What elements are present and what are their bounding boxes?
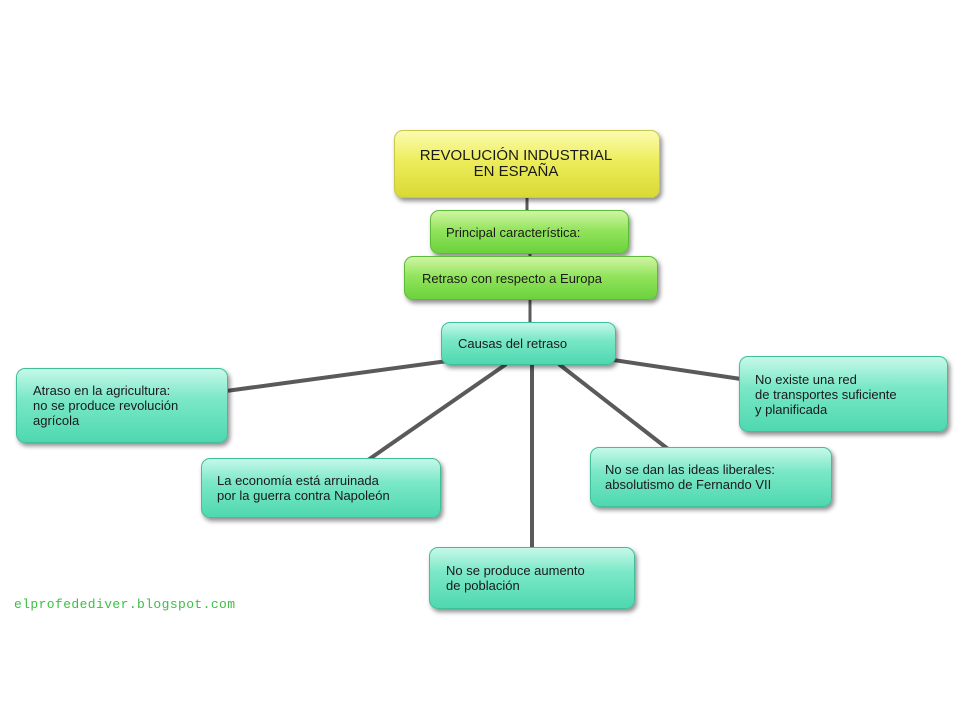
- cause-node-transportes-text: No existe una red de transportes suficie…: [755, 371, 897, 417]
- cause-node-poblacion-text: No se produce aumento de población: [446, 563, 585, 593]
- blog-credit: elprofedediver.blogspot.com: [14, 597, 236, 612]
- connector-causas-to-ideas: [558, 363, 670, 451]
- cause-node-poblacion[interactable]: No se produce aumento de población: [429, 547, 635, 609]
- cause-node-ideas-text: No se dan las ideas liberales: absolutis…: [605, 462, 775, 492]
- caracteristica-node[interactable]: Principal característica:: [430, 210, 629, 254]
- cause-node-agricultura-text: Atraso en la agricultura: no se produce …: [33, 383, 179, 428]
- connector-causas-to-agricultura: [224, 358, 457, 393]
- retraso-node[interactable]: Retraso con respecto a Europa: [404, 256, 658, 300]
- title-node[interactable]: REVOLUCIÓN INDUSTRIAL EN ESPAÑA: [394, 130, 660, 198]
- causas-node-text: Causas del retraso: [458, 336, 568, 351]
- caracteristica-node-text: Principal característica:: [446, 224, 581, 240]
- title-node-text: REVOLUCIÓN INDUSTRIAL EN ESPAÑA: [419, 147, 613, 180]
- cause-node-economia[interactable]: La economía está arruinada por la guerra…: [201, 458, 441, 518]
- cause-node-economia-text: La economía está arruinada por la guerra…: [217, 473, 390, 503]
- cause-node-agricultura[interactable]: Atraso en la agricultura: no se produce …: [16, 368, 228, 443]
- retraso-node-text: Retraso con respecto a Europa: [422, 270, 602, 286]
- connector-causas-to-economia: [366, 363, 507, 462]
- causas-node[interactable]: Causas del retraso: [441, 322, 616, 365]
- connector-causas-to-transportes: [598, 356, 743, 381]
- cause-node-ideas[interactable]: No se dan las ideas liberales: absolutis…: [590, 447, 832, 507]
- cause-node-transportes[interactable]: No existe una red de transportes suficie…: [739, 356, 948, 432]
